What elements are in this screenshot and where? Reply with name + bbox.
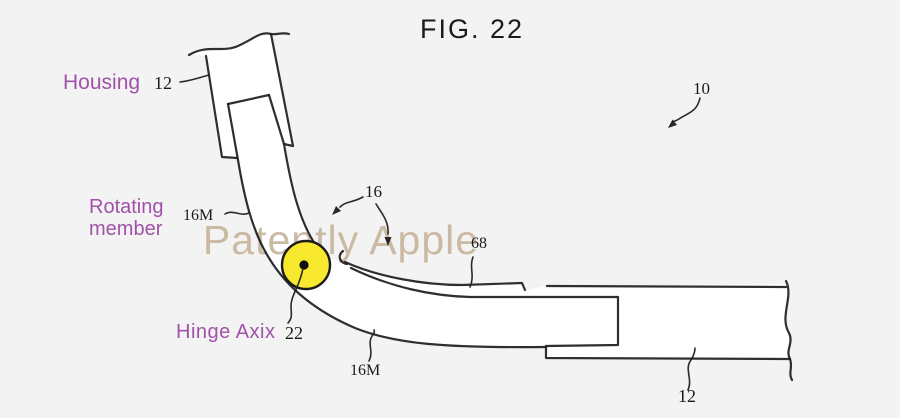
rotating-member-label: Rotating member: [89, 196, 164, 241]
leader-10: [671, 97, 701, 124]
leader-16m-upper: [224, 211, 250, 215]
figure-title: FIG. 22: [420, 14, 525, 44]
ref-numeral-12-bottom: 12: [678, 386, 696, 406]
housing-label: Housing: [63, 71, 141, 94]
arrowhead-10: [668, 119, 677, 128]
arrowhead-16-left: [332, 206, 341, 215]
right-housing-break-line: [784, 279, 794, 382]
member-outer-edge: [226, 102, 548, 349]
leader-68: [469, 256, 474, 288]
watermark-text: Patently Apple: [203, 217, 479, 263]
leader-12-top: [179, 74, 210, 83]
member-tongue-top: [226, 93, 271, 106]
part-fill: [190, 33, 791, 360]
right-housing-bottom-edge: [544, 345, 792, 361]
ref-numeral-22: 22: [285, 323, 303, 343]
member-inner-edge-lower: [343, 260, 527, 292]
drawing-fill-layer: [190, 33, 791, 360]
top-housing-right-edge: [269, 32, 295, 148]
member-tongue-right-top: [349, 266, 620, 348]
leader-hinge-axis: [287, 267, 304, 324]
leader-16-down: [375, 203, 389, 235]
hinge-axis-label: Hinge Axix: [176, 321, 276, 343]
right-housing-top-edge: [545, 284, 788, 289]
ref-numeral-16m-lower: 16M: [350, 362, 381, 379]
leader-lines-layer: [179, 74, 701, 391]
leader-12-bottom: [687, 347, 696, 391]
ref-numeral-10: 10: [693, 79, 710, 98]
ref-numeral-12-top: 12: [154, 73, 172, 93]
top-housing-left-edge: [204, 54, 239, 160]
member-inner-edge-upper: [267, 93, 319, 249]
ref-numeral-16m-upper: 16M: [183, 207, 214, 224]
leader-16-left: [339, 196, 364, 208]
drawing-stroke-layer: [187, 32, 794, 382]
member-seam-tick: [338, 249, 349, 266]
leader-16m-lower: [368, 329, 376, 362]
arrowhead-16-down: [384, 237, 392, 246]
hinge-axis-center-dot: [299, 260, 309, 270]
ref-numeral-68: 68: [471, 235, 487, 252]
ref-numeral-16: 16: [365, 182, 382, 201]
top-housing-break-line: [187, 32, 291, 57]
